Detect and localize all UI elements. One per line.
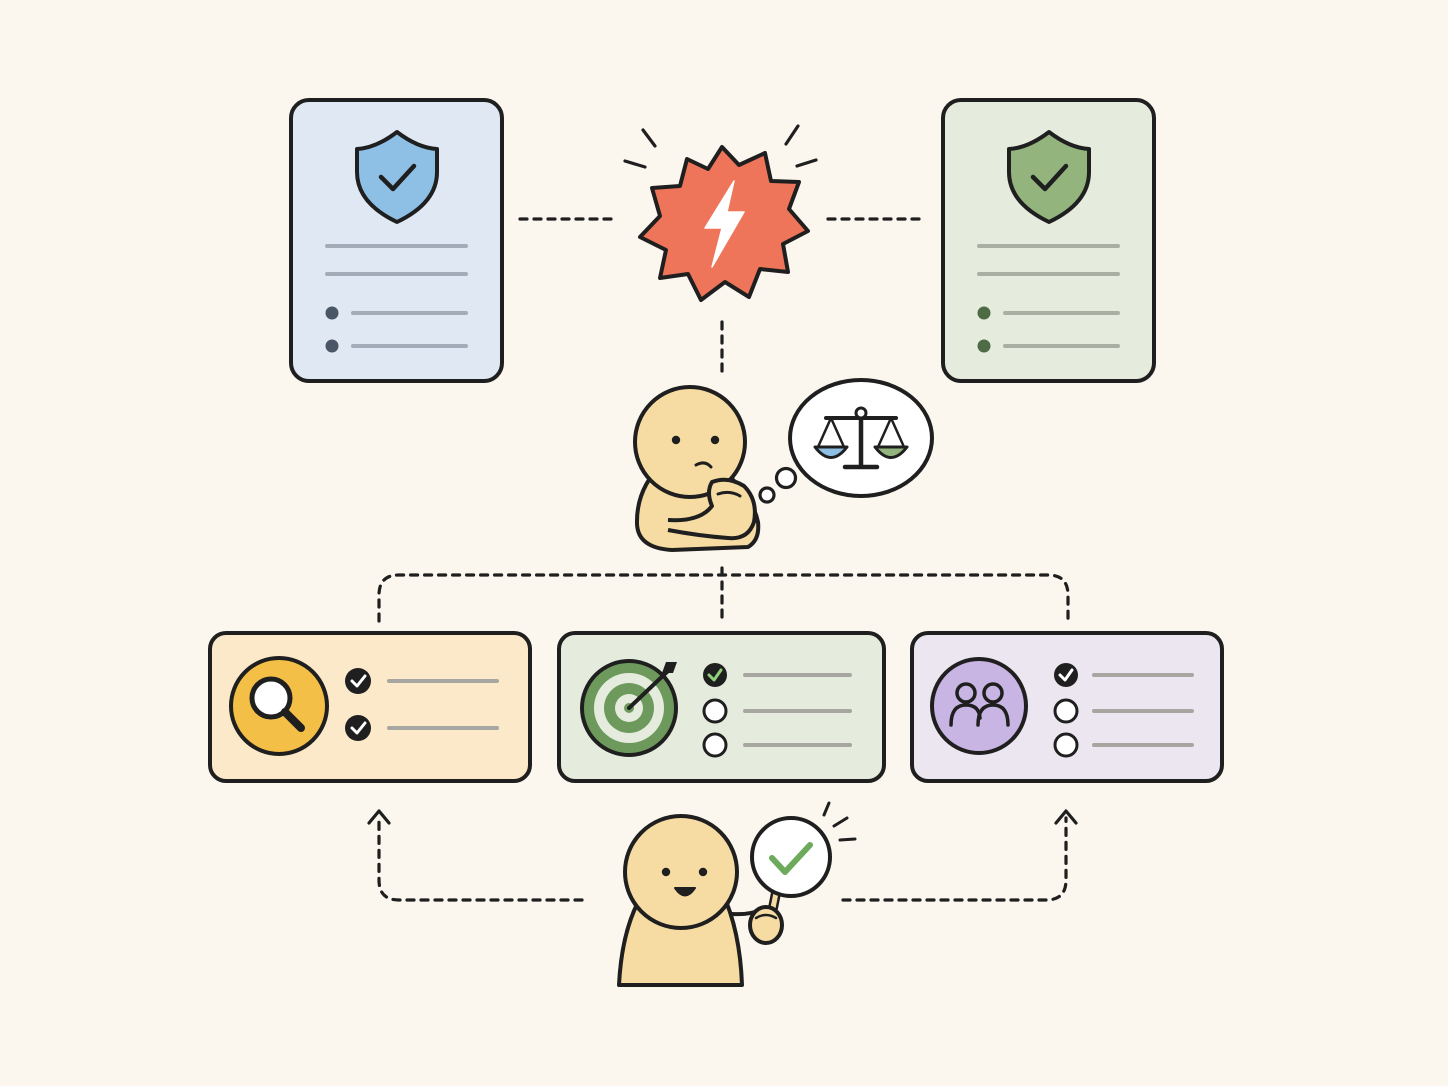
approver-head bbox=[623, 814, 739, 930]
people-group-icon bbox=[930, 657, 1028, 755]
arrowhead-up-left bbox=[367, 809, 391, 825]
lightning-bolt-icon bbox=[704, 180, 745, 268]
approver-hand bbox=[748, 905, 784, 945]
magnifier-icon bbox=[229, 656, 329, 756]
option-card-search bbox=[208, 631, 532, 783]
document-bullets bbox=[325, 306, 339, 353]
connectors bbox=[377, 217, 1070, 902]
thought-bubble bbox=[758, 378, 934, 504]
policy-document-b bbox=[941, 98, 1156, 383]
checked-item bbox=[1054, 663, 1078, 687]
document-text-lines bbox=[977, 244, 1120, 348]
card-text-lines bbox=[1092, 673, 1194, 747]
approver-face bbox=[661, 867, 708, 877]
connector-approver-to-people-card bbox=[841, 816, 1068, 902]
approval-sign bbox=[750, 801, 857, 923]
document-bullets bbox=[977, 306, 991, 353]
checked-item bbox=[703, 663, 727, 687]
empty-checkbox bbox=[1053, 732, 1079, 758]
shield-check-icon bbox=[1007, 130, 1091, 224]
shield-check-icon bbox=[355, 130, 439, 224]
option-card-people bbox=[910, 631, 1224, 783]
connector-approver-to-search-card bbox=[377, 816, 584, 902]
conflict-burst bbox=[623, 124, 818, 302]
empty-checkbox bbox=[702, 732, 728, 758]
card-text-lines bbox=[387, 679, 499, 730]
checkmark-icon bbox=[769, 842, 813, 875]
burst-rays bbox=[623, 124, 818, 169]
thinker-face bbox=[671, 435, 720, 445]
approving-person bbox=[617, 801, 857, 987]
arrowhead-up-right bbox=[1054, 809, 1078, 825]
sign-sparkles bbox=[822, 801, 857, 842]
empty-checkbox bbox=[702, 698, 728, 724]
empty-checkbox bbox=[1053, 698, 1079, 724]
document-text-lines bbox=[325, 244, 468, 348]
thinker-head bbox=[633, 385, 747, 499]
card-text-lines bbox=[743, 673, 852, 747]
checked-item bbox=[345, 668, 371, 694]
thinking-person bbox=[633, 385, 761, 552]
balance-scale-icon bbox=[813, 406, 909, 470]
arrowheads bbox=[367, 809, 1078, 825]
policy-document-a bbox=[289, 98, 504, 383]
option-card-target bbox=[557, 631, 886, 783]
checked-item bbox=[345, 715, 371, 741]
target-arrow-icon bbox=[580, 659, 678, 757]
